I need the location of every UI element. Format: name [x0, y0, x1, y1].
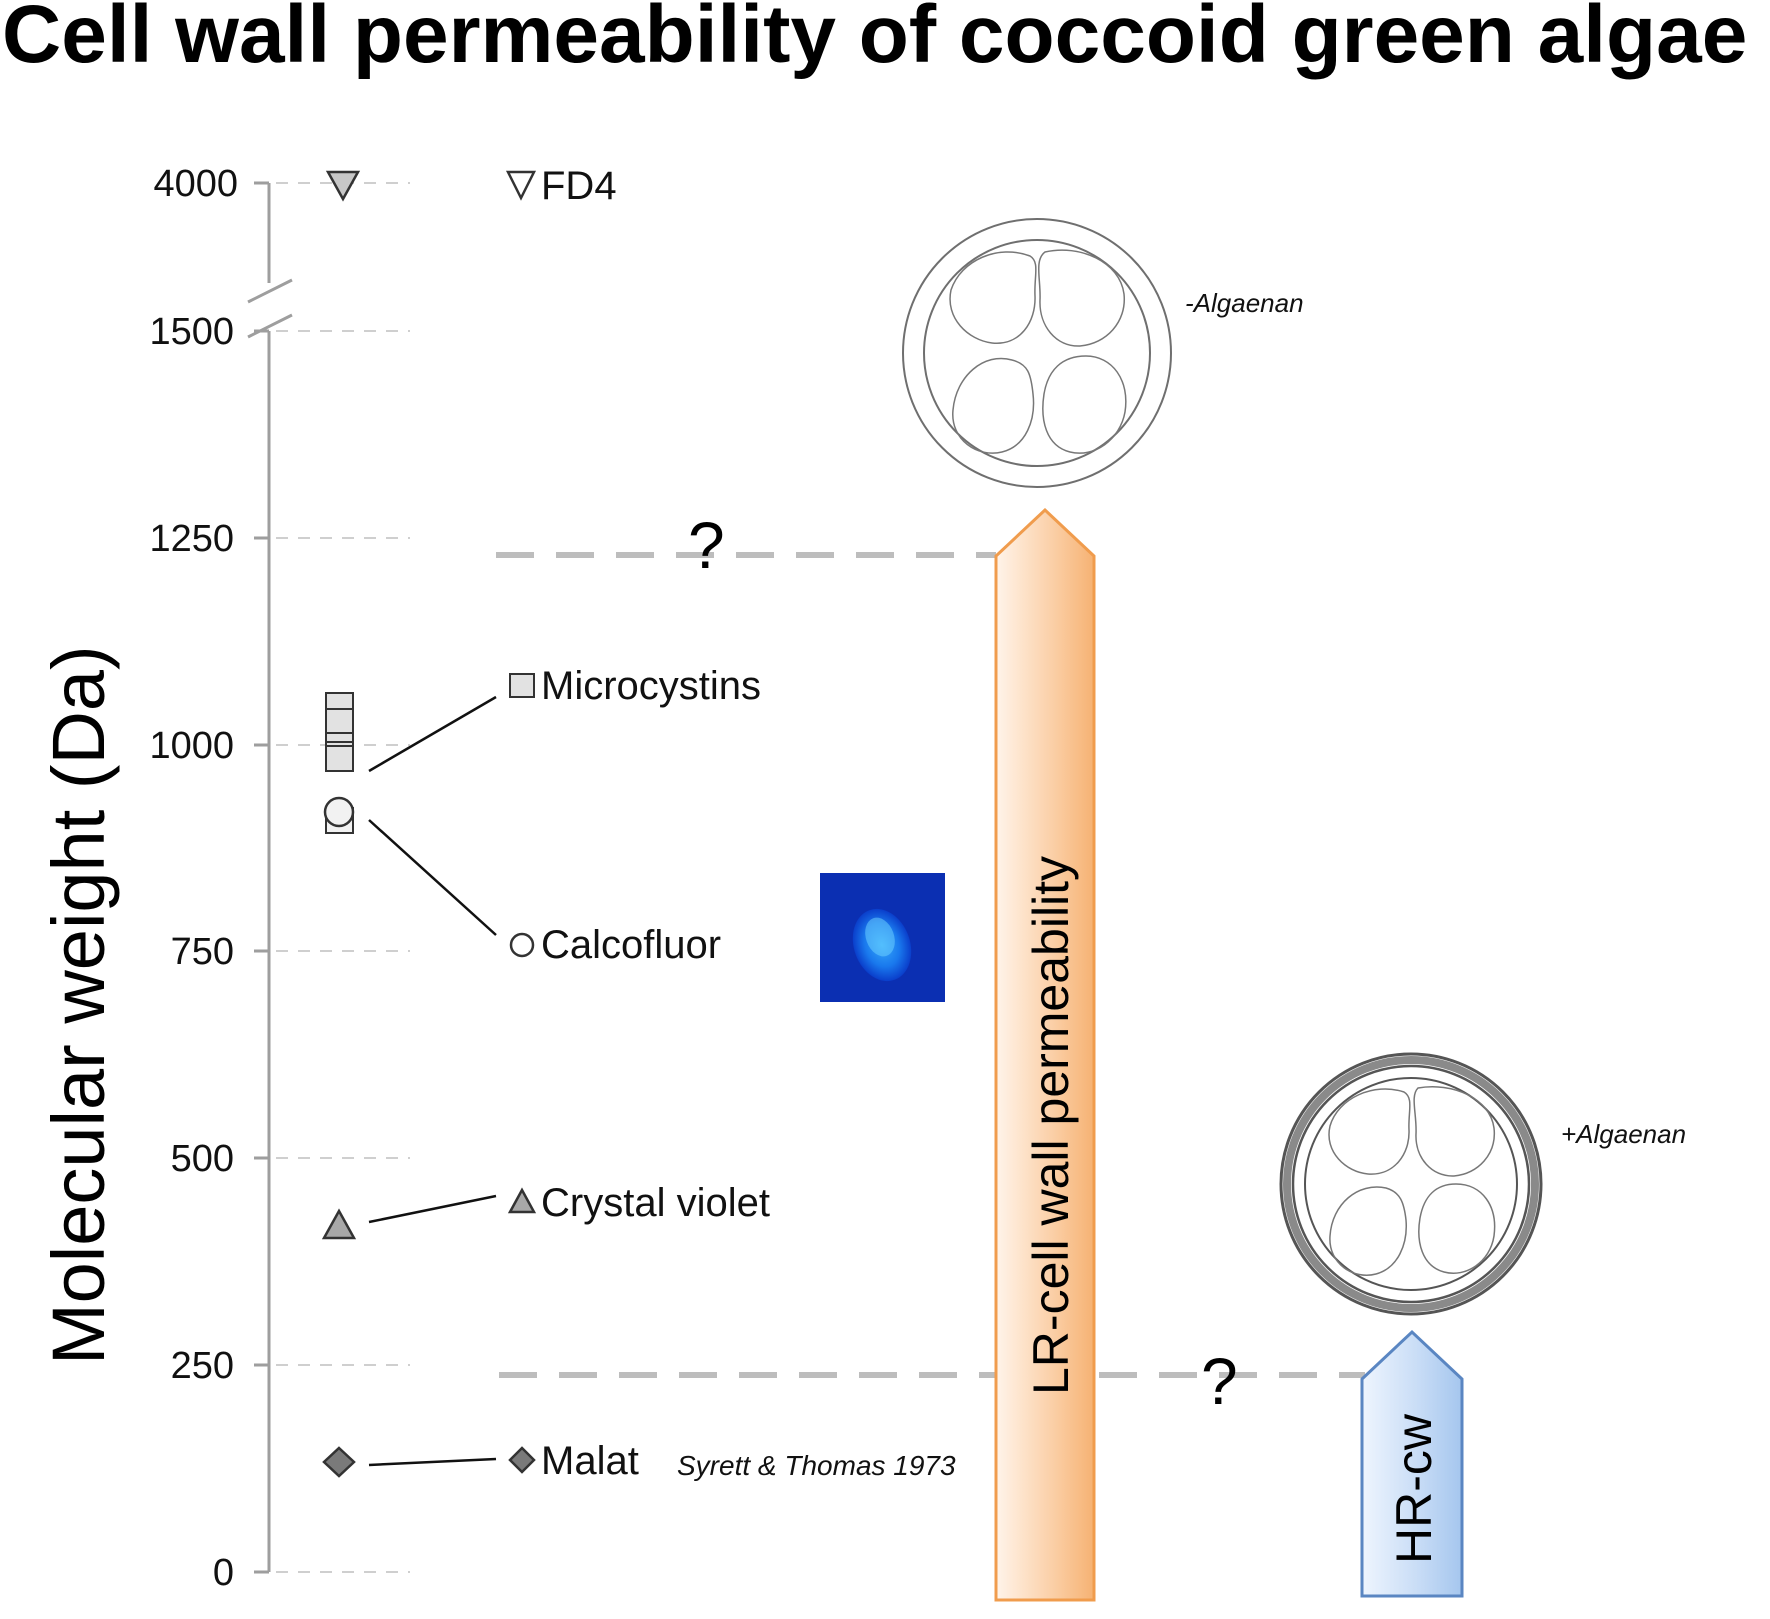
- legend-label-fd4: FD4: [541, 164, 617, 208]
- marker-fd4: [325, 170, 361, 202]
- citation: Syrett & Thomas 1973: [677, 1450, 956, 1481]
- legend-label-microcystins: Microcystins: [541, 664, 761, 708]
- connector-malat: [368, 1457, 497, 1467]
- connector-microcystins: [368, 695, 497, 773]
- connector-calcofluor: [368, 819, 497, 936]
- marker-calcofluor: [323, 796, 355, 834]
- legend-label-crystal-violet: Crystal violet: [541, 1181, 770, 1225]
- cell-without-algaenan: -Algaenan: [902, 218, 1304, 488]
- legend-microcystins: Microcystins: [509, 664, 761, 708]
- tick-label-1500: 1500: [149, 311, 234, 353]
- legend-malat: Malat: [508, 1439, 639, 1483]
- tick-label-4000: 4000: [153, 163, 238, 205]
- cell-with-algaenan: +Algaenan: [1279, 1052, 1686, 1316]
- tick-label-0: 0: [213, 1552, 234, 1594]
- y-axis-label: Molecular weight (Da): [37, 645, 120, 1365]
- connector-crystal-violet: [368, 1194, 497, 1224]
- algaenan-plus-label: +Algaenan: [1561, 1119, 1686, 1149]
- figure-title: Cell wall permeability of coccoid green …: [2, 0, 1747, 80]
- y-ticks: 4000 1500 1250 1000 750 500 250 0: [149, 163, 410, 1594]
- tick-label-750: 750: [171, 931, 234, 973]
- lr-permeability-arrow: LR-cell wall permeability: [994, 507, 1096, 1602]
- marker-crystal-violet: [321, 1208, 357, 1240]
- axis-break-mark: [247, 278, 293, 304]
- hr-question-mark: ?: [1201, 1344, 1238, 1418]
- calcofluor-image-panel: [820, 873, 945, 1002]
- marker-malat: [322, 1446, 356, 1478]
- marker-microcystins: [325, 692, 354, 772]
- legend-calcofluor: Calcofluor: [509, 923, 721, 967]
- algaenan-minus-label: -Algaenan: [1185, 288, 1304, 318]
- lr-bar-label: LR-cell wall permeability: [1023, 856, 1079, 1395]
- tick-label-250: 250: [171, 1345, 234, 1387]
- legend-fd4: FD4: [505, 164, 617, 208]
- tick-label-1250: 1250: [149, 518, 234, 560]
- hr-bar-label: HR-cw: [1386, 1413, 1442, 1564]
- tick-label-500: 500: [171, 1138, 234, 1180]
- tick-label-1000: 1000: [149, 725, 234, 767]
- lr-question-mark: ?: [688, 508, 725, 582]
- legend-label-malat: Malat: [541, 1439, 639, 1483]
- axis-break-mark: [247, 313, 293, 339]
- hr-permeability-arrow: HR-cw: [1360, 1329, 1464, 1598]
- legend-crystal-violet: Crystal violet: [507, 1181, 770, 1225]
- legend-label-calcofluor: Calcofluor: [541, 923, 721, 967]
